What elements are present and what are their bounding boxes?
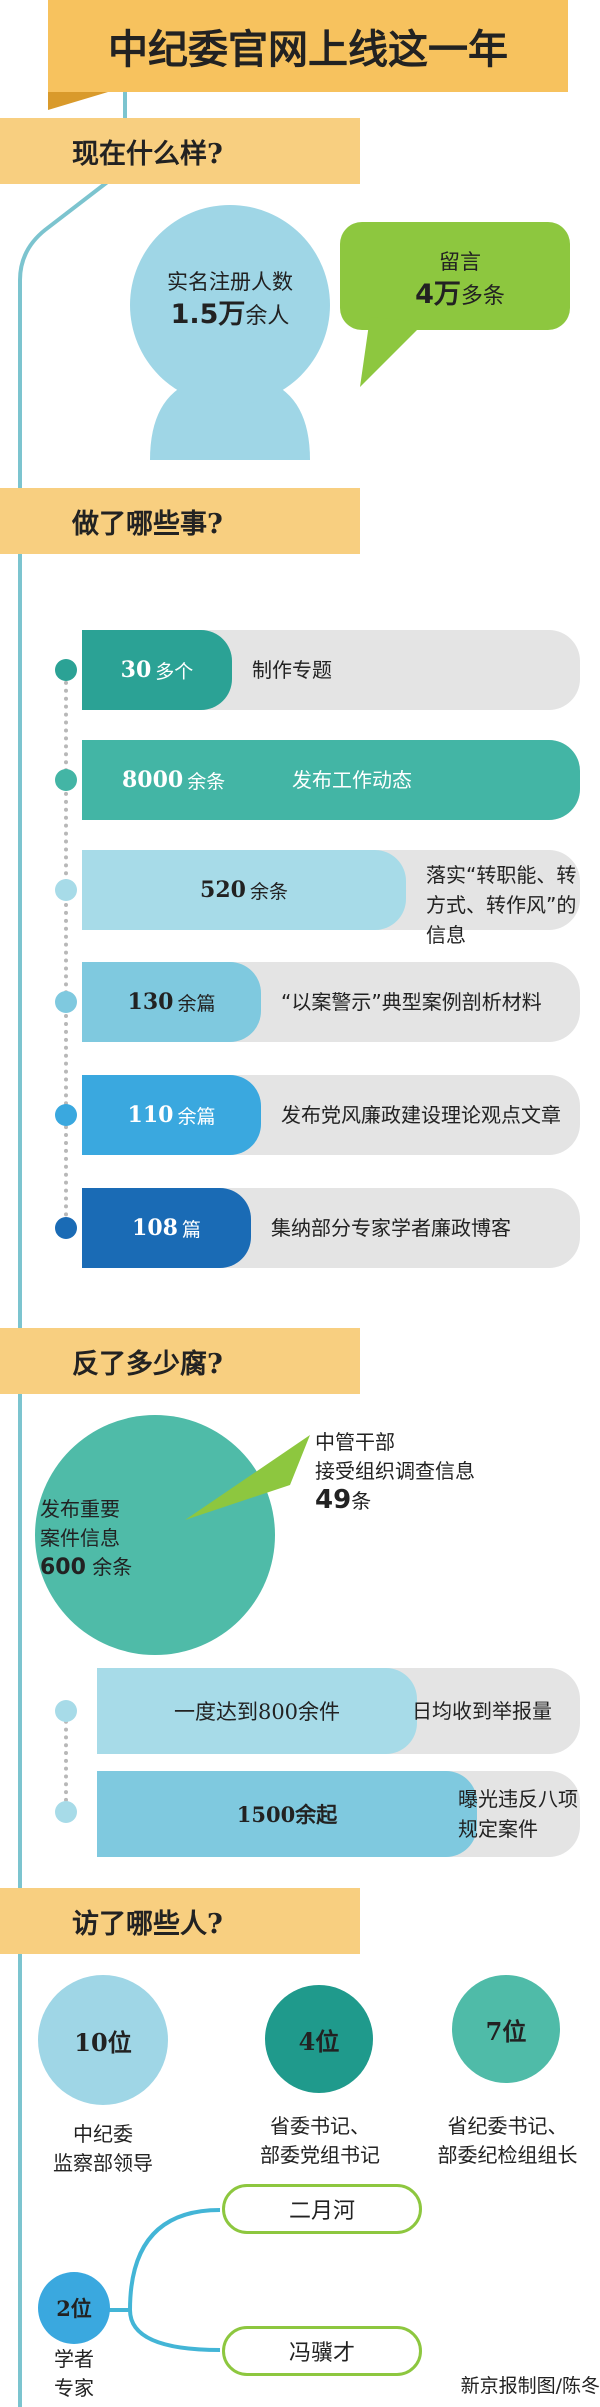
section-title-visit: 访了哪些人? (72, 1908, 223, 1940)
visit-caption-4: 学者 专家 (54, 2347, 94, 2400)
visit-circle-2: 4位 (265, 1985, 373, 2093)
work-bar-unit-2: 余条 (187, 770, 226, 793)
page-title: 中纪委官网上线这一年 (108, 26, 508, 73)
work-bar-text-6: 集纳部分专家学者廉政博客 (271, 1216, 511, 1240)
header-banner: 中纪委官网上线这一年 (48, 0, 568, 92)
section-tab-anti: 反了多少腐? (0, 1328, 360, 1394)
bars-dotted-connector (64, 665, 68, 1225)
work-bar-value-3: 520 (200, 877, 246, 903)
section-tab-now: 现在什么样? (0, 118, 360, 184)
registered-value: 1.5万余人 (170, 299, 290, 330)
work-bar-value-6: 108 (132, 1215, 178, 1241)
work-bar-dot-1 (55, 659, 77, 681)
pie-small-slice (185, 1435, 310, 1520)
work-bar-text-2: 发布工作动态 (292, 768, 412, 792)
message-bubble (340, 222, 570, 387)
scholar-connector (100, 2208, 221, 2352)
anti-bar-1-text: 日均收到举报量 (412, 1699, 552, 1723)
work-bar-dot-2 (55, 769, 77, 791)
case-pie-chart (35, 1415, 310, 1655)
section-title-now: 现在什么样? (72, 138, 223, 170)
visit-circle-1: 10位 (38, 1975, 168, 2105)
work-bar-dot-5 (55, 1104, 77, 1126)
registered-figure (130, 205, 330, 460)
work-bar-unit-6: 篇 (181, 1218, 201, 1241)
visit-caption-2: 省委书记、 部委党组书记 (260, 2114, 380, 2167)
banner-fold (48, 92, 108, 110)
anti-bar-dot-2 (55, 1801, 77, 1823)
section-tab-visit: 访了哪些人? (0, 1888, 360, 1954)
anti-bar-2: 1500余起 (97, 1771, 477, 1857)
section-title-done: 做了哪些事? (72, 508, 223, 540)
work-bar-unit-4: 余篇 (177, 992, 216, 1015)
work-bar-value-4: 130 (127, 989, 174, 1015)
person-pill-1: 二月河 (222, 2184, 422, 2234)
work-bar-value-1: 30 (120, 657, 152, 683)
work-bar-value-2: 8000 (122, 767, 184, 793)
pie-main-label: 发布重要 案件信息 600 余条 (40, 1497, 133, 1580)
section-tab-done: 做了哪些事? (0, 488, 360, 554)
person-pill-2: 冯骥才 (222, 2326, 422, 2376)
messages-value: 4万多条 (415, 279, 505, 310)
work-bar-text-3: 落实“转职能、转方式、转作风”的信息 (426, 863, 577, 947)
work-bar-dot-6 (55, 1217, 77, 1239)
pie-main-slice (35, 1415, 275, 1655)
anti-bar-2-text: 曝光违反八项规定案件 (458, 1787, 578, 1841)
work-bar-dot-4 (55, 991, 77, 1013)
visit-circle-4: 2位 (38, 2272, 110, 2344)
anti-dotted-connector (64, 1712, 68, 1802)
work-bar-unit-1: 多个 (155, 660, 194, 683)
registered-label: 实名注册人数 (167, 270, 293, 294)
section-title-anti: 反了多少腐? (72, 1348, 223, 1380)
work-bar-dot-3 (55, 879, 77, 901)
work-bar-text-1: 制作专题 (252, 658, 332, 682)
anti-bar-dot-1 (55, 1700, 77, 1722)
work-bar-text-4: “以案警示”典型案例剖析材料 (281, 990, 542, 1014)
work-bar-value-5: 110 (127, 1102, 174, 1128)
credit-line: 新京报制图/陈冬 (460, 2375, 600, 2397)
pie-slice-label: 中管干部 接受组织调查信息 49条 (315, 1430, 475, 1515)
work-bar-unit-3: 余条 (249, 880, 288, 903)
work-bar-text-5: 发布党风廉政建设理论观点文章 (281, 1103, 561, 1127)
work-bar-unit-5: 余篇 (177, 1105, 216, 1128)
visit-circle-3: 7位 (452, 1975, 560, 2083)
messages-label: 留言 (439, 250, 481, 274)
visit-caption-3: 省纪委书记、 部委纪检组组长 (437, 2114, 578, 2167)
anti-bar-1: 一度达到800余件 (97, 1668, 417, 1754)
visit-caption-1: 中纪委 监察部领导 (53, 2122, 153, 2175)
